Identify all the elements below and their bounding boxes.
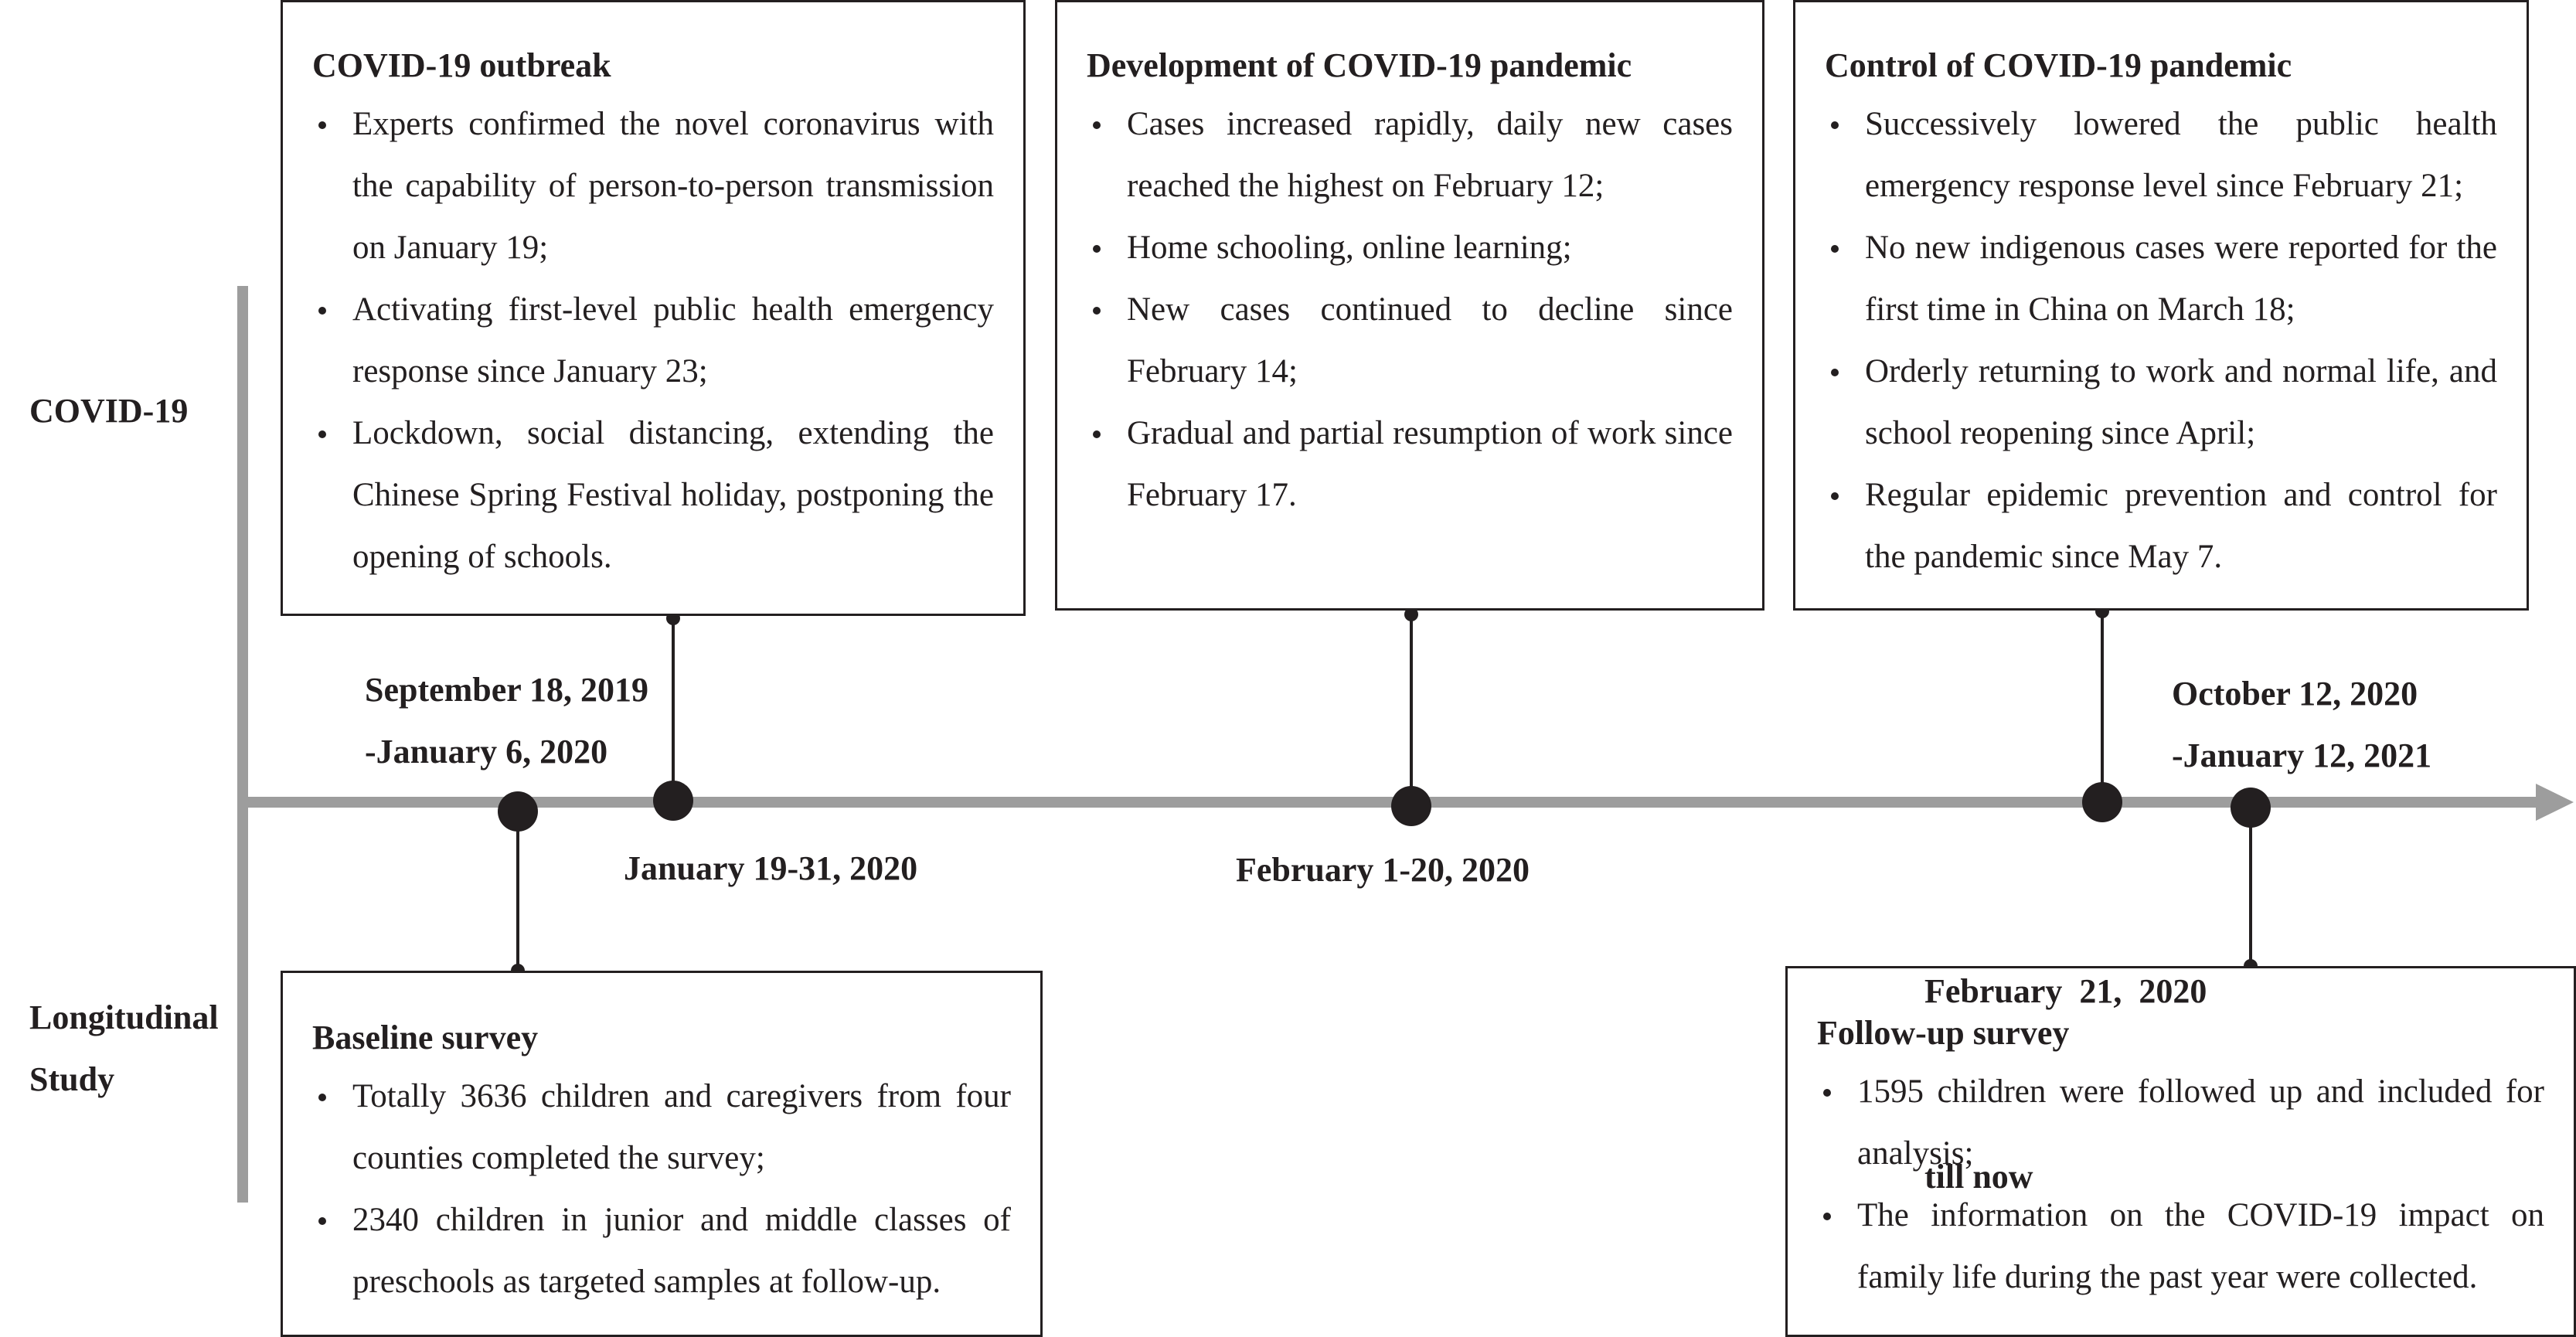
list-item: New cases continued to decline since Feb… xyxy=(1087,279,1733,403)
date-control-line2: till now xyxy=(1924,1158,2033,1196)
date-followup: October 12, 2020 -January 12, 2021 xyxy=(2172,663,2431,787)
list-item: The information on the COVID-19 impact o… xyxy=(1817,1185,2544,1308)
list-item: Orderly returning to work and normal lif… xyxy=(1825,341,2497,464)
box-title: Control of COVID-19 pandemic xyxy=(1825,46,2292,84)
date-followup-line1: October 12, 2020 xyxy=(2172,675,2418,713)
milestone-control xyxy=(2082,782,2122,822)
list-item: Experts confirmed the novel coronavirus … xyxy=(312,94,994,279)
bullet-list: Totally 3636 children and caregivers fro… xyxy=(312,1066,1011,1313)
bullet-list: 1595 children were followed up and inclu… xyxy=(1817,1061,2544,1308)
milestone-development xyxy=(1391,786,1431,826)
date-outbreak: January 19-31, 2020 xyxy=(624,849,918,887)
list-item: Lockdown, social distancing, extending t… xyxy=(312,403,994,588)
date-baseline-line2: -January 6, 2020 xyxy=(365,733,608,771)
list-item: Successively lowered the public health e… xyxy=(1825,94,2497,217)
row-label-study: Longitudinal Study xyxy=(29,987,219,1111)
list-item: Regular epidemic prevention and control … xyxy=(1825,464,2497,588)
left-axis xyxy=(237,286,248,1203)
timeline-arrow-head xyxy=(2536,784,2574,821)
list-item: Activating first-level public health eme… xyxy=(312,279,994,403)
list-item: No new indigenous cases were reported fo… xyxy=(1825,217,2497,341)
date-control-line1: February 21, 2020 xyxy=(1924,972,2207,1010)
list-item: 1595 children were followed up and inclu… xyxy=(1817,1061,2544,1185)
milestone-outbreak xyxy=(653,781,693,821)
box-title: COVID-19 outbreak xyxy=(312,46,611,84)
bullet-list: Successively lowered the public health e… xyxy=(1825,94,2497,588)
date-control: February 21, 2020 till now xyxy=(1924,837,2207,1332)
row-label-covid: COVID-19 xyxy=(29,392,189,430)
milestone-followup xyxy=(2231,788,2271,828)
box-pandemic-development: Development of COVID-19 pandemic Cases i… xyxy=(1055,0,1764,611)
row-label-study-line1: Longitudinal xyxy=(29,998,219,1036)
box-followup-survey: Follow-up survey 1595 children were foll… xyxy=(1785,966,2576,1337)
box-covid-outbreak: COVID-19 outbreak Experts confirmed the … xyxy=(281,0,1026,616)
date-baseline-line1: September 18, 2019 xyxy=(365,671,649,709)
row-label-study-line2: Study xyxy=(29,1060,115,1098)
box-title: Follow-up survey xyxy=(1817,1014,2070,1052)
box-title: Baseline survey xyxy=(312,1019,539,1056)
list-item: 2340 children in junior and middle class… xyxy=(312,1189,1011,1313)
bullet-list: Cases increased rapidly, daily new cases… xyxy=(1087,94,1733,526)
date-baseline: September 18, 2019 -January 6, 2020 xyxy=(365,659,648,783)
list-item: Gradual and partial resumption of work s… xyxy=(1087,403,1733,526)
box-pandemic-control: Control of COVID-19 pandemic Successivel… xyxy=(1793,0,2529,611)
date-followup-line2: -January 12, 2021 xyxy=(2172,737,2432,774)
date-development: February 1-20, 2020 xyxy=(1236,851,1530,889)
bullet-list: Experts confirmed the novel coronavirus … xyxy=(312,94,994,588)
box-baseline-survey: Baseline survey Totally 3636 children an… xyxy=(281,971,1043,1337)
list-item: Cases increased rapidly, daily new cases… xyxy=(1087,94,1733,217)
list-item: Totally 3636 children and caregivers fro… xyxy=(312,1066,1011,1189)
milestone-baseline xyxy=(498,791,538,832)
box-title: Development of COVID-19 pandemic xyxy=(1087,46,1632,84)
list-item: Home schooling, online learning; xyxy=(1087,217,1733,279)
connector-dot-development xyxy=(1404,607,1418,621)
